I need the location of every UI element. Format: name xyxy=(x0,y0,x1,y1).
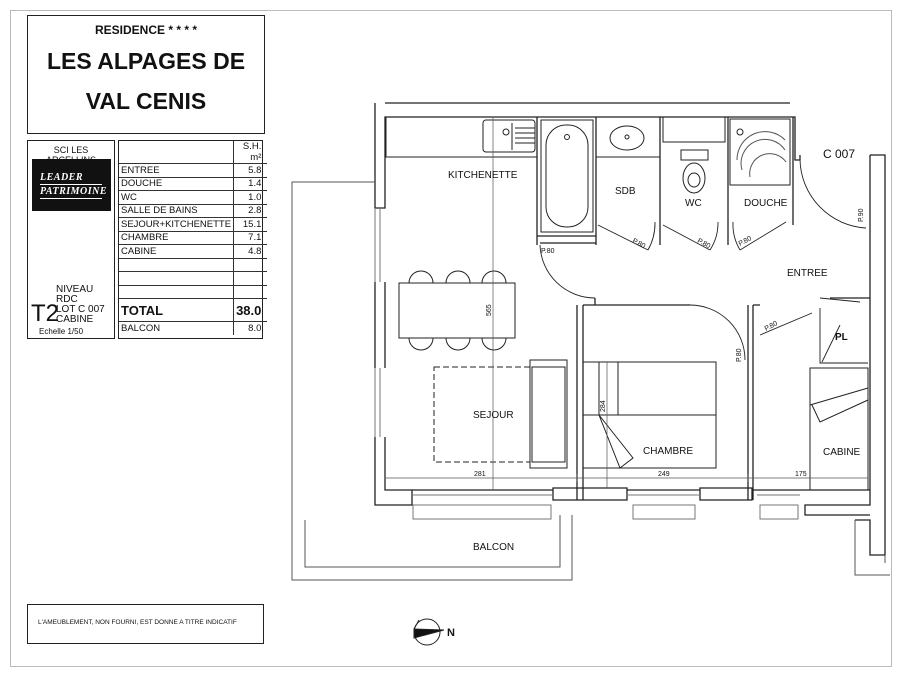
room-area: 5.8 xyxy=(233,163,268,178)
dimension-cabine: 175 xyxy=(795,471,807,478)
door-label-entrance: P.90 xyxy=(858,208,865,222)
room-area: 1.4 xyxy=(233,177,268,191)
lot-number: LOT C 007 xyxy=(56,304,105,315)
apartment-type: T2 xyxy=(31,300,60,327)
shower-tray-icon xyxy=(729,118,791,186)
room-label-pl: PL xyxy=(835,332,848,343)
sofa xyxy=(529,359,568,469)
balcon-value: 8.0 xyxy=(233,321,268,335)
room-area: 2.8 xyxy=(233,204,268,218)
balcony-outline xyxy=(291,181,573,581)
cabin-bed xyxy=(809,367,869,491)
room-label-sejour: SEJOUR xyxy=(473,410,514,421)
side-terrace-outline xyxy=(854,520,890,576)
dimension-chambre-depth: 284 xyxy=(600,400,607,412)
wc-icon xyxy=(662,116,726,194)
residence-name-line2: VAL CENIS xyxy=(85,88,207,114)
room-label-douche: DOUCHE xyxy=(744,198,788,209)
balcon-row: BALCON 8.0 xyxy=(119,321,268,335)
room-area: 4.8 xyxy=(233,244,268,259)
balcon-label: BALCON xyxy=(121,322,161,334)
total-value: 38.0 xyxy=(233,298,268,322)
room-area: 15.1 xyxy=(233,217,268,232)
bathtub-icon xyxy=(540,119,594,233)
room-label-cabine: CABINE xyxy=(823,447,861,458)
rug xyxy=(433,366,531,463)
room-label-kitchenette: KITCHENETTE xyxy=(448,170,518,181)
surface-header: S.H. m² xyxy=(233,141,268,164)
dimension-chambre: 249 xyxy=(658,471,670,478)
room-label-entree: ENTREE xyxy=(787,268,828,279)
room-label-balcon: BALCON xyxy=(473,542,514,553)
door-label-douche: P.80 xyxy=(738,235,753,248)
walls xyxy=(374,102,886,556)
room-area: 7.1 xyxy=(233,231,268,245)
door-label-cabine: P.80 xyxy=(764,320,779,333)
dimension-sejour: 281 xyxy=(474,471,486,478)
room-area: 1.0 xyxy=(233,190,268,205)
dimension-lines xyxy=(386,117,868,490)
bed xyxy=(582,361,717,469)
lot-label: C 007 xyxy=(823,147,855,161)
room-label: CHAMBRE xyxy=(119,231,234,245)
total-label: TOTAL xyxy=(119,298,234,322)
scale: Echelle 1/50 xyxy=(38,327,84,336)
furniture-disclaimer: L'AMEUBLEMENT, NON FOURNI, EST DONNE A T… xyxy=(27,604,264,644)
room-label: SEJOUR+KITCHENETTE xyxy=(119,217,234,232)
title-block: RESIDENCE * * * * LES ALPAGES DE VAL CEN… xyxy=(27,15,265,134)
room-label: CABINE xyxy=(119,244,234,259)
north-arrow-icon: N xyxy=(413,618,455,646)
empty-row xyxy=(119,258,268,272)
room-label-chambre: CHAMBRE xyxy=(643,446,693,457)
room-label: SALLE DE BAINS xyxy=(119,204,234,218)
room-label: WC xyxy=(119,190,234,205)
residence-name-line1: LES ALPAGES DE xyxy=(46,48,246,74)
room-label: ENTREE xyxy=(119,163,234,178)
room-label-sdb: SDB xyxy=(615,186,636,197)
door-label-sejour: P.80 xyxy=(541,248,555,255)
doors xyxy=(539,159,868,364)
north-label: N xyxy=(447,627,455,639)
page-border xyxy=(10,10,892,667)
room-label: DOUCHE xyxy=(119,177,234,191)
kitchen-counter xyxy=(385,116,538,158)
level: NIVEAU RDC xyxy=(56,284,94,305)
lot-details: NIVEAU RDC LOT C 007 CABINE xyxy=(56,285,114,325)
washbasin-icon xyxy=(595,116,661,158)
room-label-wc: WC xyxy=(685,198,702,209)
sink-icon xyxy=(482,119,536,153)
windows xyxy=(374,208,800,520)
dimension-depth: 565 xyxy=(486,304,493,316)
residence-label: RESIDENCE * * * * xyxy=(94,23,198,37)
empty-row xyxy=(119,271,268,286)
door-label-chambre: P.80 xyxy=(736,348,743,362)
table-header: S.H. m² xyxy=(119,141,268,164)
dining-table xyxy=(398,270,516,351)
variant: CABINE xyxy=(56,314,94,325)
door-label-wc: P.80 xyxy=(696,238,711,251)
